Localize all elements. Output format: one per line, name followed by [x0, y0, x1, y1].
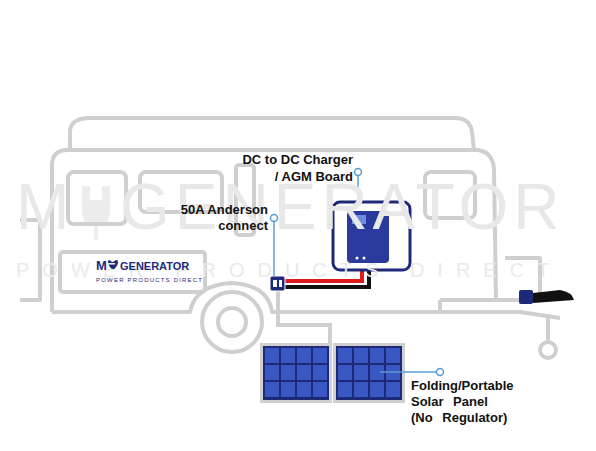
solar-cell — [281, 365, 295, 380]
callout-label: 50A Anderson connect — [170, 202, 268, 234]
solar-cell — [354, 382, 368, 397]
solar-cell — [370, 382, 384, 397]
solar-cell — [297, 382, 311, 397]
solar-cable — [278, 290, 330, 345]
caravan-wheel — [202, 292, 262, 352]
solar-cell — [338, 348, 352, 363]
callout-label: DC to DC Charger / AGM Board — [239, 151, 353, 185]
solar-cell — [338, 382, 352, 397]
hitch — [519, 290, 574, 304]
logo-tagline: POWER PRODUCTS DIRECT — [96, 276, 203, 284]
solar-cell — [313, 382, 327, 397]
anderson-pin — [273, 280, 277, 287]
solar-cell — [265, 382, 279, 397]
solar-cell — [265, 365, 279, 380]
anderson-pin — [279, 280, 282, 287]
logo-text: GENERATOR — [120, 259, 189, 273]
solar-cell — [313, 348, 327, 363]
solar-cell — [370, 348, 384, 363]
watermark-plug-icon — [82, 186, 110, 240]
solar-cell — [386, 382, 400, 397]
solar-cell — [297, 348, 311, 363]
watermark-text: M — [16, 172, 69, 242]
callout-label: Folding/Portable Solar Panel (No Regulat… — [411, 378, 517, 426]
solar-cell — [265, 348, 279, 363]
solar-cell — [354, 348, 368, 363]
solar-cell — [354, 365, 368, 380]
solar-cell — [281, 382, 295, 397]
logo-text: M — [96, 258, 107, 273]
solar-cell — [313, 365, 327, 380]
solar-cell — [281, 348, 295, 363]
solar-cell — [338, 365, 352, 380]
solar-cell — [386, 348, 400, 363]
solar-cell — [297, 365, 311, 380]
solar-panel — [260, 343, 405, 403]
